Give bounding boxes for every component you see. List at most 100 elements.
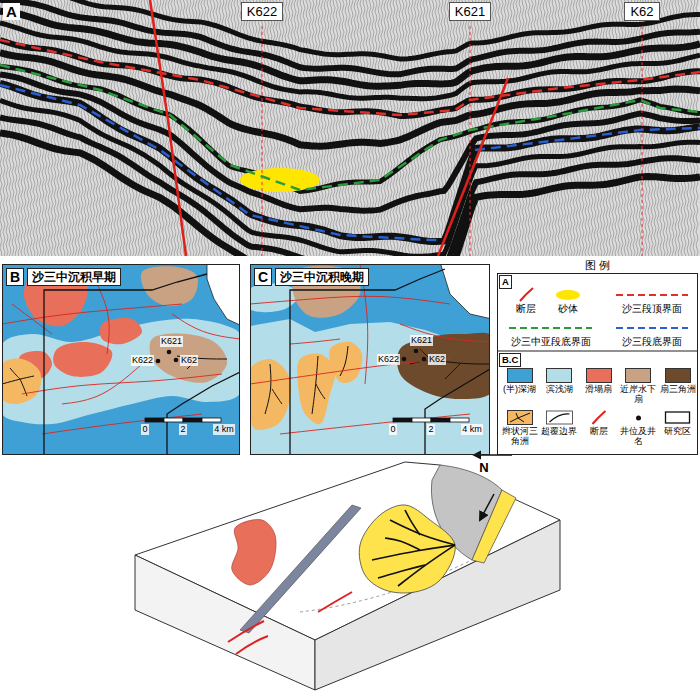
fan-channel <box>398 545 455 586</box>
fault-sample <box>593 411 606 424</box>
well-name: K621 <box>410 335 433 346</box>
seismic-trace <box>597 0 599 256</box>
seismic-reflector <box>0 133 700 256</box>
seismic-trace <box>408 0 410 256</box>
seismic-trace <box>303 0 305 256</box>
facies-map <box>2 264 240 455</box>
seismic-trace <box>279 0 281 256</box>
seismic-trace <box>594 0 596 256</box>
seismic-ground <box>0 0 700 256</box>
seismic-trace <box>294 0 296 256</box>
slump-fan <box>100 318 142 344</box>
seismic-trace <box>285 0 287 256</box>
seismic-trace <box>366 0 368 256</box>
fan-channel <box>385 538 420 550</box>
seismic-trace <box>579 0 581 256</box>
label-holder: 4 km <box>213 424 235 435</box>
channel-branch <box>272 389 282 404</box>
scale-segment <box>183 418 202 422</box>
seismic-trace <box>390 0 392 256</box>
fan-channel <box>378 565 425 578</box>
scale-segment <box>450 418 469 422</box>
fault-trace <box>228 621 264 642</box>
seismic-trace <box>528 0 530 256</box>
flow-arrow <box>480 494 494 520</box>
label-holder: B.C <box>499 353 521 367</box>
seismic-trace <box>336 0 338 256</box>
seismic-trace <box>372 0 374 256</box>
legend-label: 沙三段顶界面 <box>610 304 694 314</box>
fault-line <box>2 304 182 324</box>
legend-sample <box>503 320 598 335</box>
well-dot <box>414 349 419 354</box>
seismic-trace <box>6 0 8 256</box>
seismic-trace <box>165 0 167 256</box>
seismic-trace <box>273 0 275 256</box>
base-horizon <box>475 128 700 150</box>
seismic-trace <box>177 0 179 256</box>
well-name: K62 <box>428 354 446 365</box>
legend-item: 沙三中亚段底界面 <box>503 320 598 347</box>
seismic-trace <box>30 0 32 256</box>
seismic-trace <box>402 0 404 256</box>
seismic-reflector <box>0 100 700 256</box>
legend-label: 砂体 <box>548 304 588 314</box>
label-holder: A <box>499 275 512 289</box>
seismic-trace <box>339 0 341 256</box>
legend-label: 沙三段底界面 <box>610 337 694 347</box>
well-dot <box>422 357 427 362</box>
seismic-trace <box>15 0 17 256</box>
legend-title: 图 例 <box>498 259 697 271</box>
seismic-trace <box>102 0 104 256</box>
well-name: K62 <box>180 355 198 366</box>
legend-sample-holder <box>500 410 539 425</box>
onlap-sample <box>546 411 572 424</box>
seismic-trace <box>378 0 380 256</box>
seismic-trace <box>606 0 608 256</box>
seismic-trace <box>300 0 302 256</box>
seismic-trace <box>381 0 383 256</box>
seismic-trace <box>39 0 41 256</box>
seismic-trace <box>534 0 536 256</box>
legend-section: A <box>499 275 512 289</box>
fault-line <box>42 414 202 434</box>
seismic-trace <box>282 0 284 256</box>
seismic-trace <box>33 0 35 256</box>
legend-sample <box>658 410 697 425</box>
legend-label: 滨浅湖 <box>540 385 579 395</box>
legend-sample-holder <box>503 320 598 335</box>
seismic-trace <box>9 0 11 256</box>
sand-channel <box>472 490 516 563</box>
legend-swatch <box>507 410 533 425</box>
seismic-trace <box>399 0 401 256</box>
seismic-trace <box>567 0 569 256</box>
seismic-trace <box>600 0 602 256</box>
legend-sample-holder <box>500 368 539 383</box>
seismic-trace <box>306 0 308 256</box>
label-holder: K622 <box>131 355 154 366</box>
braided-delta <box>250 359 291 430</box>
nearshore-fan <box>150 334 228 383</box>
seismic-trace <box>330 0 332 256</box>
seismic-trace <box>345 0 347 256</box>
panel-title: 沙三中沉积晚期 <box>275 268 369 286</box>
label-holder: K621 <box>410 335 433 346</box>
seismic-trace <box>447 0 449 256</box>
well-trace <box>262 26 263 256</box>
seismic-trace <box>27 0 29 256</box>
seismic-trace <box>108 0 110 256</box>
seismic-reflector <box>0 23 700 99</box>
fault-line <box>62 364 142 404</box>
block-diagram <box>135 455 560 690</box>
legend-item: 滨浅湖 <box>540 368 579 395</box>
label-holder: 2 <box>427 424 434 435</box>
top-horizon <box>0 40 700 115</box>
legend-sample <box>579 410 618 425</box>
onlap-area <box>440 264 490 319</box>
onlap-area <box>207 264 240 326</box>
legend-label: (半)深湖 <box>500 385 539 395</box>
channel-branch <box>445 364 460 379</box>
swatch-branches <box>508 411 532 424</box>
legend-label: 井位及井名 <box>619 427 658 447</box>
